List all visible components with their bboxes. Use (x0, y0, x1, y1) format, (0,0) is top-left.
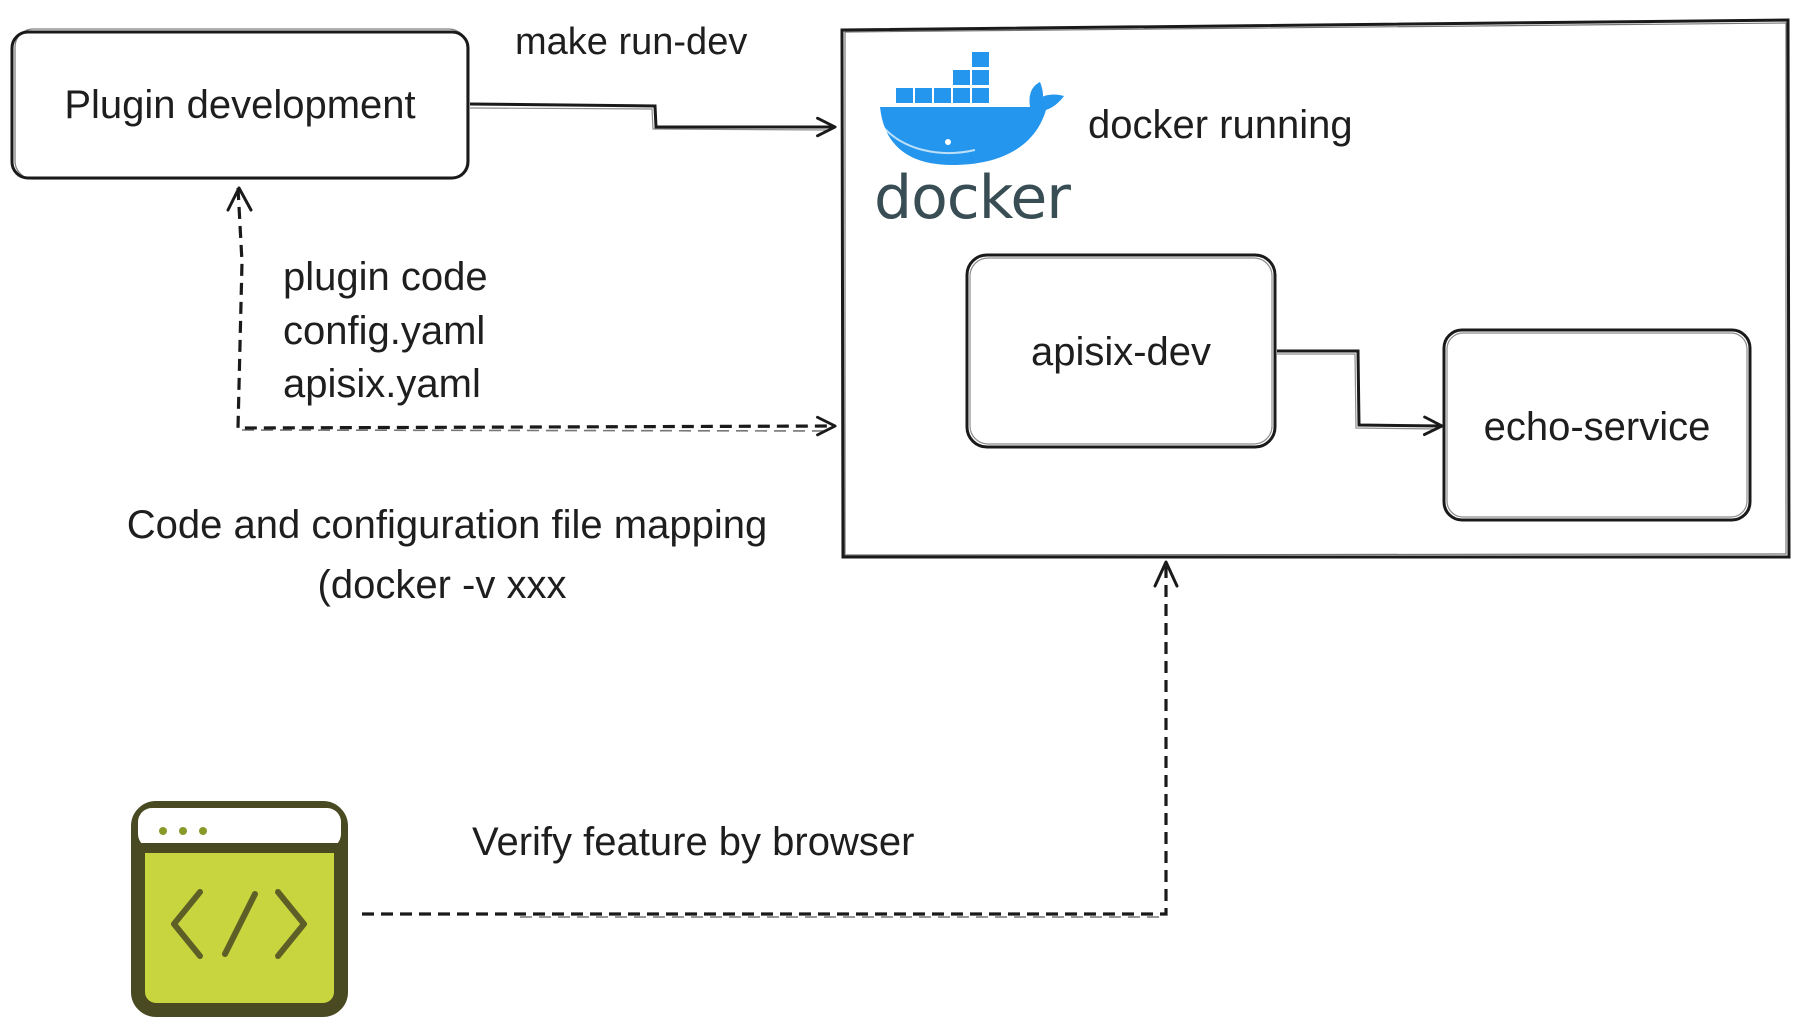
docker-whale-icon (880, 52, 1064, 165)
docker-logo-word: docker (874, 163, 1071, 233)
file-mapping-edge (226, 186, 837, 437)
make-run-dev-label: make run-dev (515, 21, 747, 63)
mapping-caption-line2: (docker -v xxx (318, 563, 567, 607)
echo-service-box: echo-service (1442, 328, 1752, 522)
apisix-to-echo-edge (1277, 349, 1444, 437)
verify-browser-edge: Verify feature by browser (362, 560, 1179, 918)
docker-running-label: docker running (1088, 103, 1353, 147)
mapped-file-item: apisix.yaml (283, 362, 481, 406)
apisix-dev-label: apisix-dev (1031, 330, 1211, 374)
mapped-file-item: plugin code (283, 255, 488, 299)
plugin-development-box: Plugin development (10, 28, 470, 180)
docker-container-box (840, 18, 1791, 559)
verify-browser-label: Verify feature by browser (472, 820, 914, 864)
plugin-development-label: Plugin development (64, 83, 415, 127)
apisix-dev-box: apisix-dev (965, 253, 1277, 449)
echo-service-label: echo-service (1484, 405, 1711, 449)
make-run-dev-edge: make run-dev (469, 21, 837, 138)
browser-code-icon (131, 801, 348, 1017)
mapping-caption-line1: Code and configuration file mapping (127, 503, 767, 547)
mapped-file-item: config.yaml (283, 309, 485, 353)
mapped-files-list: plugin code config.yaml apisix.yaml (283, 255, 488, 406)
